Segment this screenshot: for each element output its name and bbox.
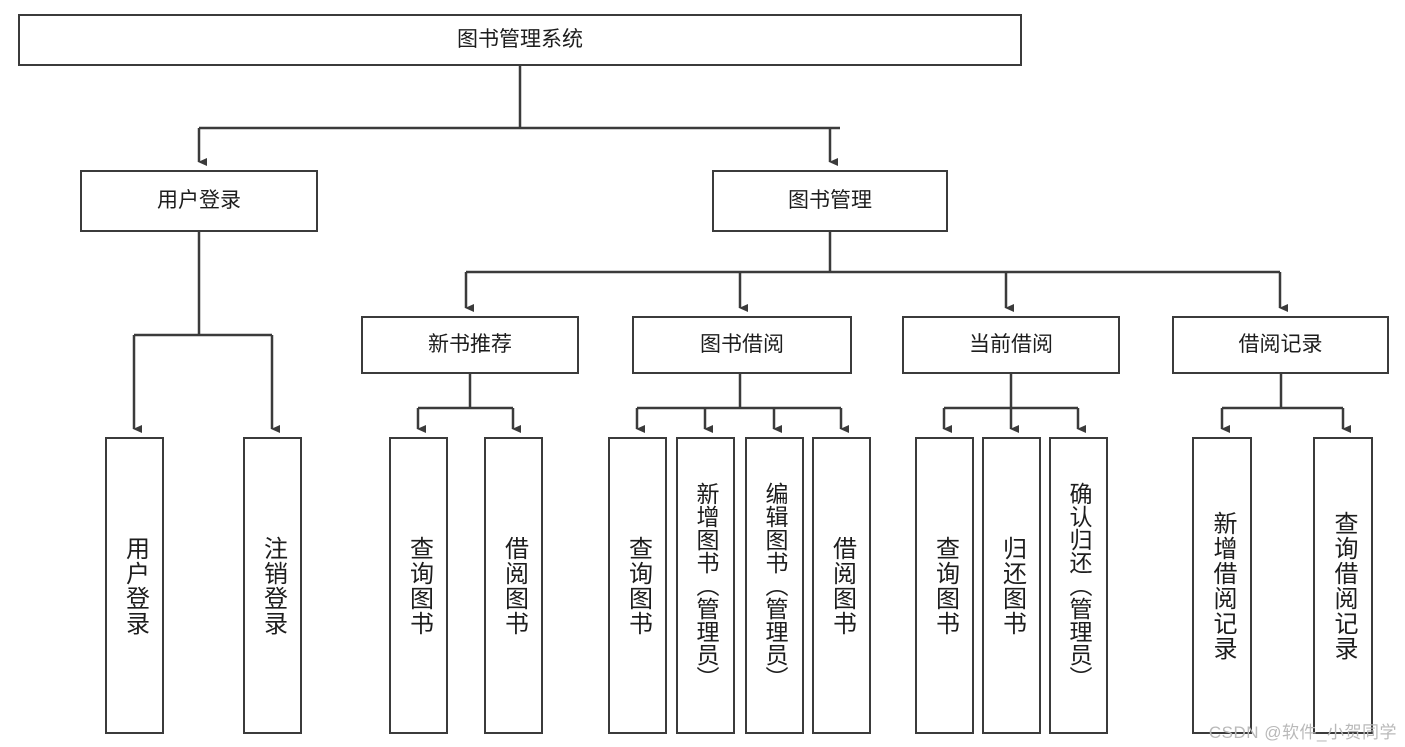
- leaf-node-label: 编辑图书（管理员）: [762, 482, 788, 689]
- leaf-node-label: 归还图书: [998, 535, 1026, 636]
- leaf-node[interactable]: 查询图书: [915, 437, 974, 734]
- leaf-node[interactable]: 查询图书: [608, 437, 667, 734]
- leaf-node[interactable]: 归还图书: [982, 437, 1041, 734]
- leaf-node-label: 确认归还（管理员）: [1066, 482, 1092, 689]
- leaf-node-label: 查询借阅记录: [1330, 510, 1357, 661]
- leaf-node-label: 注销登录: [259, 535, 287, 636]
- node-root-label: 图书管理系统: [457, 27, 583, 51]
- leaf-node[interactable]: 用户登录: [105, 437, 164, 734]
- node-root[interactable]: 图书管理系统: [18, 14, 1022, 66]
- node-book-management[interactable]: 图书管理: [712, 170, 948, 232]
- leaf-node[interactable]: 查询图书: [389, 437, 448, 734]
- leaf-node-label: 新增借阅记录: [1209, 510, 1236, 661]
- node-current-borrow-label: 当前借阅: [969, 332, 1053, 356]
- leaf-node-label: 查询图书: [931, 535, 959, 636]
- node-book-borrow[interactable]: 图书借阅: [632, 316, 852, 374]
- leaf-node-label: 查询图书: [405, 535, 433, 636]
- node-user-login-label: 用户登录: [157, 188, 241, 212]
- leaf-node[interactable]: 注销登录: [243, 437, 302, 734]
- leaf-node[interactable]: 借阅图书: [812, 437, 871, 734]
- leaf-node[interactable]: 编辑图书（管理员）: [745, 437, 804, 734]
- leaf-node-label: 借阅图书: [500, 535, 528, 636]
- leaf-node-label: 用户登录: [121, 535, 149, 636]
- leaf-node[interactable]: 新增借阅记录: [1192, 437, 1252, 734]
- node-new-book-recommend[interactable]: 新书推荐: [361, 316, 579, 374]
- node-borrow-records[interactable]: 借阅记录: [1172, 316, 1389, 374]
- node-user-login[interactable]: 用户登录: [80, 170, 318, 232]
- leaf-node[interactable]: 新增图书（管理员）: [676, 437, 735, 734]
- leaf-node-label: 查询图书: [624, 535, 652, 636]
- node-new-book-recommend-label: 新书推荐: [428, 332, 512, 356]
- leaf-node-label: 新增图书（管理员）: [693, 482, 719, 689]
- node-book-management-label: 图书管理: [788, 188, 872, 212]
- leaf-node[interactable]: 查询借阅记录: [1313, 437, 1373, 734]
- node-book-borrow-label: 图书借阅: [700, 332, 784, 356]
- node-borrow-records-label: 借阅记录: [1238, 332, 1323, 356]
- leaf-node-label: 借阅图书: [828, 535, 856, 636]
- node-current-borrow[interactable]: 当前借阅: [902, 316, 1120, 374]
- leaf-node[interactable]: 确认归还（管理员）: [1049, 437, 1108, 734]
- leaf-node[interactable]: 借阅图书: [484, 437, 543, 734]
